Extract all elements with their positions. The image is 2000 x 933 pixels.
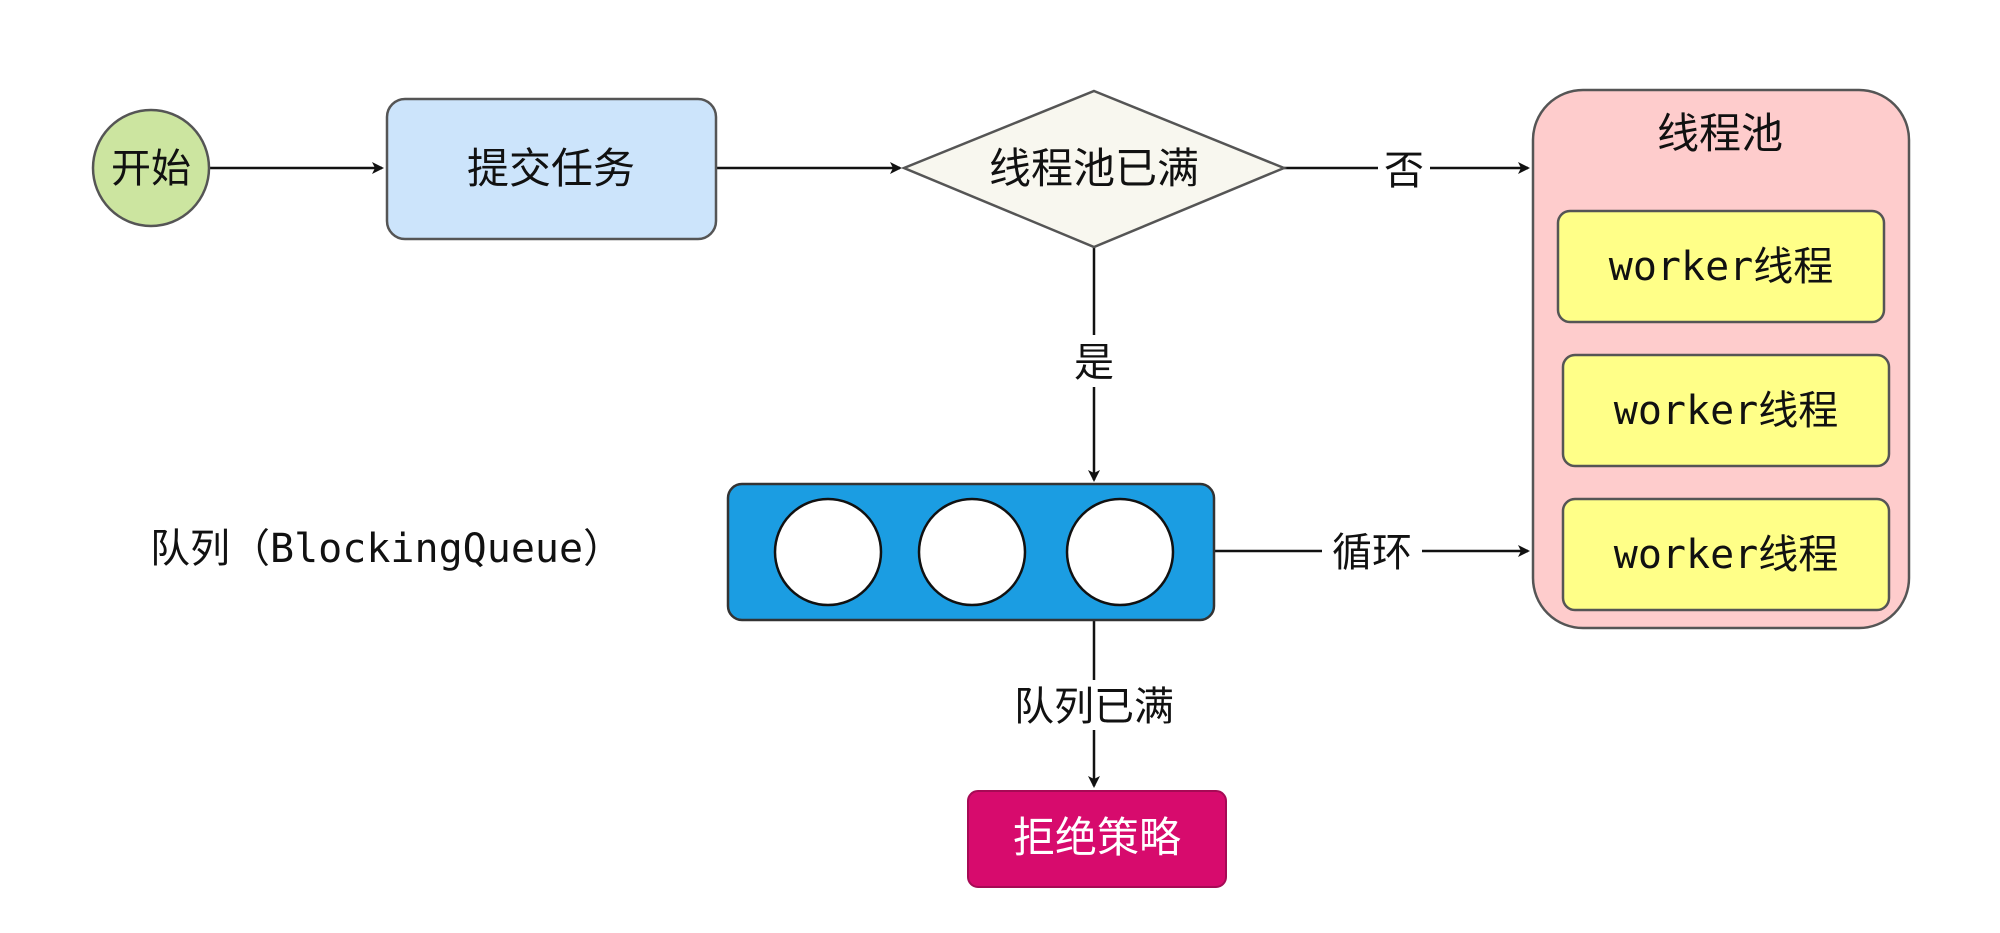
queue-label: 队列（BlockingQueue） (150, 526, 623, 572)
edge-label-loop: 循环 (1332, 530, 1412, 576)
queue-slot-3 (1065, 497, 1175, 607)
submit-task-label: 提交任务 (467, 144, 635, 193)
reject-policy-label: 拒绝策略 (1013, 813, 1181, 862)
queue-slot-1 (773, 497, 883, 607)
submit-task-node (385, 97, 718, 241)
thread-pool-title: 线程池 (1657, 109, 1783, 158)
edge-label-yes: 是 (1074, 340, 1114, 386)
worker-thread-1-label: worker线程 (1609, 244, 1834, 290)
reject-policy-node (967, 790, 1227, 888)
edge-label-no: 否 (1384, 148, 1424, 194)
pool-full-decision (900, 89, 1288, 249)
worker-thread-2-label: worker线程 (1614, 388, 1839, 434)
edge-label-queue-full: 队列已满 (1014, 684, 1174, 730)
worker-thread-3 (1561, 497, 1891, 612)
queue-slot-2 (917, 497, 1027, 607)
worker-thread-2 (1561, 353, 1891, 468)
worker-thread-3-label: worker线程 (1614, 532, 1839, 578)
start-node-label: 开始 (111, 146, 191, 192)
pool-full-decision-label: 线程池已满 (989, 144, 1199, 193)
worker-thread-1 (1556, 209, 1886, 324)
start-node (91, 108, 211, 228)
